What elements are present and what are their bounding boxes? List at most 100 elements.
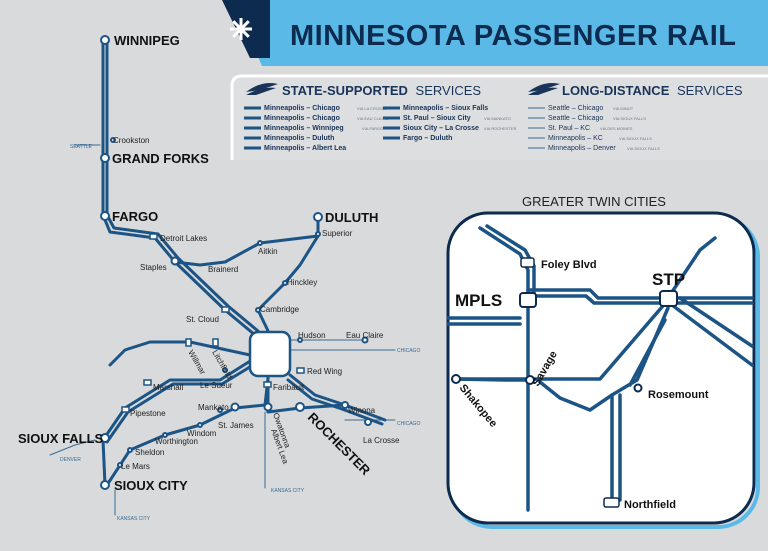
station-mankato xyxy=(230,402,240,412)
legend-bg xyxy=(232,78,768,160)
label-crookston: Crookston xyxy=(113,136,149,145)
station-ticks xyxy=(121,233,305,413)
route-sioux-falls-a xyxy=(101,356,257,442)
station-le-sueur xyxy=(222,367,228,373)
legend-state-col2: Minneapolis – Sioux Falls St. Paul – Sio… xyxy=(383,105,517,142)
station-crookston xyxy=(110,137,116,143)
station-sheldon xyxy=(127,447,133,453)
route-sioux-falls-b xyxy=(105,360,260,444)
label-windom: Windom xyxy=(187,429,217,438)
legend-route-via: VIA FARGO xyxy=(362,126,383,131)
label-pipestone: Pipestone xyxy=(130,409,166,418)
label-detroit-lakes: Detroit Lakes xyxy=(160,234,207,243)
station-owatonna xyxy=(263,402,273,412)
star-logo-icon xyxy=(230,18,252,40)
label-cambridge: Cambridge xyxy=(260,305,300,314)
label-winnipeg: WINNIPEG xyxy=(114,33,180,48)
legend-state-suffix: SERVICES xyxy=(416,83,482,98)
label-chicago-connection-b: CHICAGO xyxy=(397,421,420,427)
inset-label-foley: Foley Blvd xyxy=(541,259,597,271)
label-le-sueur: Le Sueur xyxy=(200,381,233,390)
label-aitkin: Aitkin xyxy=(258,247,278,256)
twin-cities-hub xyxy=(248,330,292,378)
station-windom xyxy=(197,422,203,428)
inset-station-rosemount xyxy=(633,383,643,393)
label-duluth: DULUTH xyxy=(325,210,378,225)
label-kc-connection-b: KANSAS CITY xyxy=(117,516,151,522)
station-litchfield xyxy=(212,338,219,347)
route-lacrosse-a xyxy=(288,373,387,422)
station-st-cloud xyxy=(221,306,230,313)
label-sioux-falls: SIOUX FALLS xyxy=(18,431,104,446)
label-la-crosse: La Crosse xyxy=(363,436,400,445)
station-hudson xyxy=(297,337,303,343)
route-rochester xyxy=(266,376,347,414)
header-banner: MINNESOTA PASSENGER RAIL xyxy=(222,0,768,66)
label-mankato: Mankato xyxy=(198,403,229,412)
legend-route-label: Minneapolis – Albert Lea xyxy=(264,145,346,152)
station-sioux-falls xyxy=(100,433,110,443)
station-sioux-city xyxy=(100,480,110,490)
inset-label-stp: STP xyxy=(652,270,685,289)
route-sf-siouxcity xyxy=(101,438,107,487)
legend-state-heading: STATE-SUPPORTED SERVICES xyxy=(282,83,481,98)
label-hudson: Hudson xyxy=(298,331,326,340)
station-willmar xyxy=(185,338,192,347)
station-hinckley xyxy=(282,280,288,286)
label-faribault: Faribault xyxy=(273,383,305,392)
station-pipestone xyxy=(121,406,130,413)
station-duluth xyxy=(313,212,323,222)
label-litchfield: Litchfield xyxy=(210,349,234,381)
inset-station-foley xyxy=(520,257,535,268)
legend-route-label: Minneapolis – KC xyxy=(548,135,603,142)
inset-greater-twin-cities: GREATER TWIN CITIES MPLS STP xyxy=(446,194,760,529)
label-willmar: Willmar xyxy=(186,349,207,377)
route-willmar xyxy=(108,340,252,367)
station-marshall xyxy=(143,379,152,386)
station-staples xyxy=(170,256,180,266)
inset-label-northfield: Northfield xyxy=(624,499,676,511)
route-lacrosse-b xyxy=(286,378,384,426)
station-markers xyxy=(100,35,372,490)
label-denver-connection: DENVER xyxy=(60,457,81,463)
legend-long-col: Seattle – Chicago VIA MINOT Seattle – Ch… xyxy=(528,105,660,152)
station-fargo xyxy=(100,211,110,221)
legend-route-label: Minneapolis – Winnipeg xyxy=(264,125,344,132)
station-winona xyxy=(341,401,349,409)
station-eau-claire xyxy=(361,336,369,344)
station-faribault xyxy=(263,381,272,388)
inset-station-mpls xyxy=(519,292,537,308)
inset-frame xyxy=(446,211,756,525)
station-st-james xyxy=(217,407,223,413)
legend-route-label: Minneapolis – Denver xyxy=(548,145,616,152)
legend-long-suffix: SERVICES xyxy=(677,83,743,98)
legend-route-via: VIA LA CROSSE xyxy=(357,106,387,111)
label-grand-forks: GRAND FORKS xyxy=(112,151,209,166)
inset-station-northfield xyxy=(603,497,620,508)
legend-panel: STATE-SUPPORTED SERVICES LONG-DISTANCE S… xyxy=(230,74,768,160)
label-worthington: Worthington xyxy=(155,437,198,446)
inset-label-rosemount: Rosemount xyxy=(648,389,709,401)
legend-route-label: St. Paul – KC xyxy=(548,125,590,132)
label-le-mars: Le Mars xyxy=(121,462,150,471)
legend-route-label: Minneapolis – Chicago xyxy=(264,115,340,122)
label-superior: Superior xyxy=(322,229,353,238)
legend-long-heading: LONG-DISTANCE SERVICES xyxy=(562,83,743,98)
inset-station-shakopee xyxy=(451,374,461,384)
legend-route-via: VIA ROCHESTER xyxy=(484,126,517,131)
legend-route-via: VIA SIOUX FALLS xyxy=(619,136,652,141)
label-st-cloud: St. Cloud xyxy=(186,315,219,324)
legend-route-via: VIA SIOUX FALLS xyxy=(613,116,646,121)
inset-station-savage xyxy=(525,375,535,385)
legend-route-label: Minneapolis – Duluth xyxy=(264,135,334,142)
label-winona: Winona xyxy=(348,406,376,415)
station-cambridge xyxy=(255,307,261,313)
station-detroit-lakes xyxy=(149,233,158,240)
amtrak-logo-icon xyxy=(246,83,278,95)
legend-route-label: Fargo – Duluth xyxy=(403,135,452,142)
station-winnipeg xyxy=(100,35,110,45)
inset-title: GREATER TWIN CITIES xyxy=(522,194,666,209)
header-title-bg xyxy=(270,0,768,66)
label-eau-claire: Eau Claire xyxy=(346,331,384,340)
station-le-mars xyxy=(117,462,123,468)
